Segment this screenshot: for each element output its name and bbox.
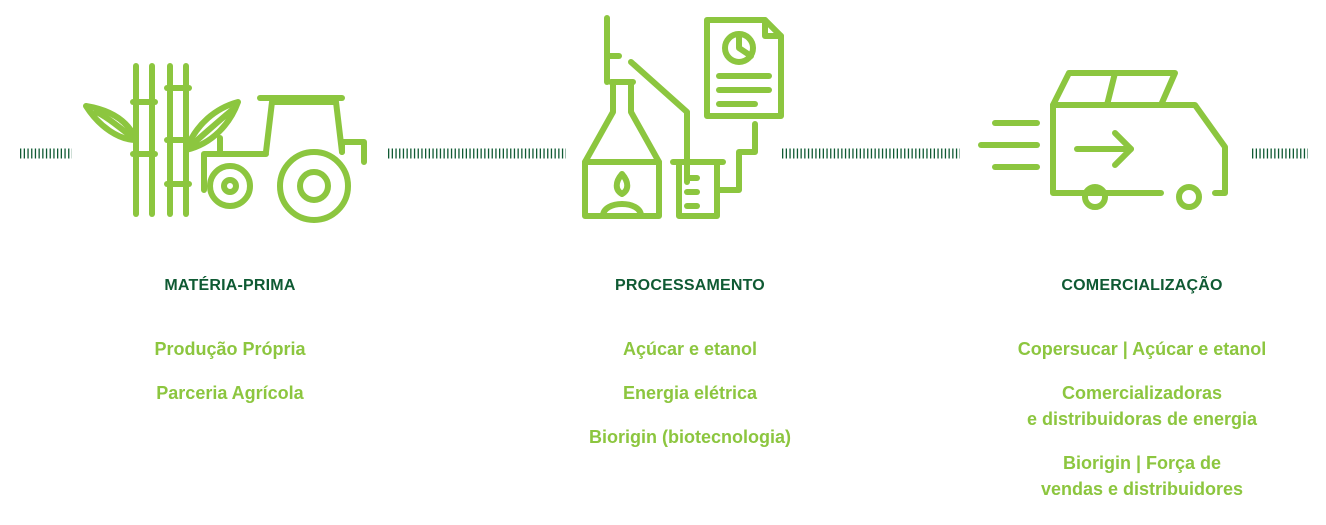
stage-processamento: PROCESSAMENTO Açúcar e etanol Energia el… bbox=[500, 276, 880, 468]
connector-line-2 bbox=[782, 148, 960, 159]
stage-item-line: Parceria Agrícola bbox=[156, 383, 304, 403]
stage-item-line: Energia elétrica bbox=[622, 383, 758, 403]
stage-item-line: Comercializadoras bbox=[1061, 383, 1223, 403]
processing-plant-icon bbox=[582, 15, 784, 219]
delivery-truck-icon bbox=[978, 70, 1228, 210]
stage-item: Parceria Agrícola bbox=[40, 380, 420, 406]
stage-item: Açúcar e etanol bbox=[500, 336, 880, 362]
stage-item-line: Biorigin | Força de bbox=[1062, 453, 1222, 473]
sugarcane-tractor-icon bbox=[83, 63, 367, 223]
stage-item: Biorigin (biotecnologia) bbox=[500, 424, 880, 450]
stage-title: PROCESSAMENTO bbox=[615, 277, 765, 294]
connector-line-1 bbox=[388, 148, 566, 159]
stage-comercializacao: COMERCIALIZAÇÃO Copersucar | Açúcar e et… bbox=[952, 276, 1326, 520]
stage-item: Biorigin | Força de vendas e distribuido… bbox=[952, 450, 1326, 502]
stage-item: Produção Própria bbox=[40, 336, 420, 362]
stage-title: COMERCIALIZAÇÃO bbox=[1061, 277, 1223, 294]
stage-title: MATÉRIA-PRIMA bbox=[164, 277, 296, 294]
stage-item-line: Biorigin (biotecnologia) bbox=[589, 427, 791, 447]
stage-materia-prima: MATÉRIA-PRIMA Produção Própria Parceria … bbox=[40, 276, 420, 424]
stage-item-line: Açúcar e etanol bbox=[622, 339, 758, 359]
connector-line-right bbox=[1252, 148, 1308, 159]
connector-line-left bbox=[20, 148, 72, 159]
stage-item-line: vendas e distribuidores bbox=[1040, 479, 1244, 499]
stage-item: Energia elétrica bbox=[500, 380, 880, 406]
stage-item: Copersucar | Açúcar e etanol bbox=[952, 336, 1326, 362]
stage-item-line: Produção Própria bbox=[154, 339, 306, 359]
stage-item: Comercializadoras e distribuidoras de en… bbox=[952, 380, 1326, 432]
stage-item-line: e distribuidoras de energia bbox=[1026, 409, 1258, 429]
stage-item-line: Copersucar | Açúcar e etanol bbox=[1017, 339, 1267, 359]
